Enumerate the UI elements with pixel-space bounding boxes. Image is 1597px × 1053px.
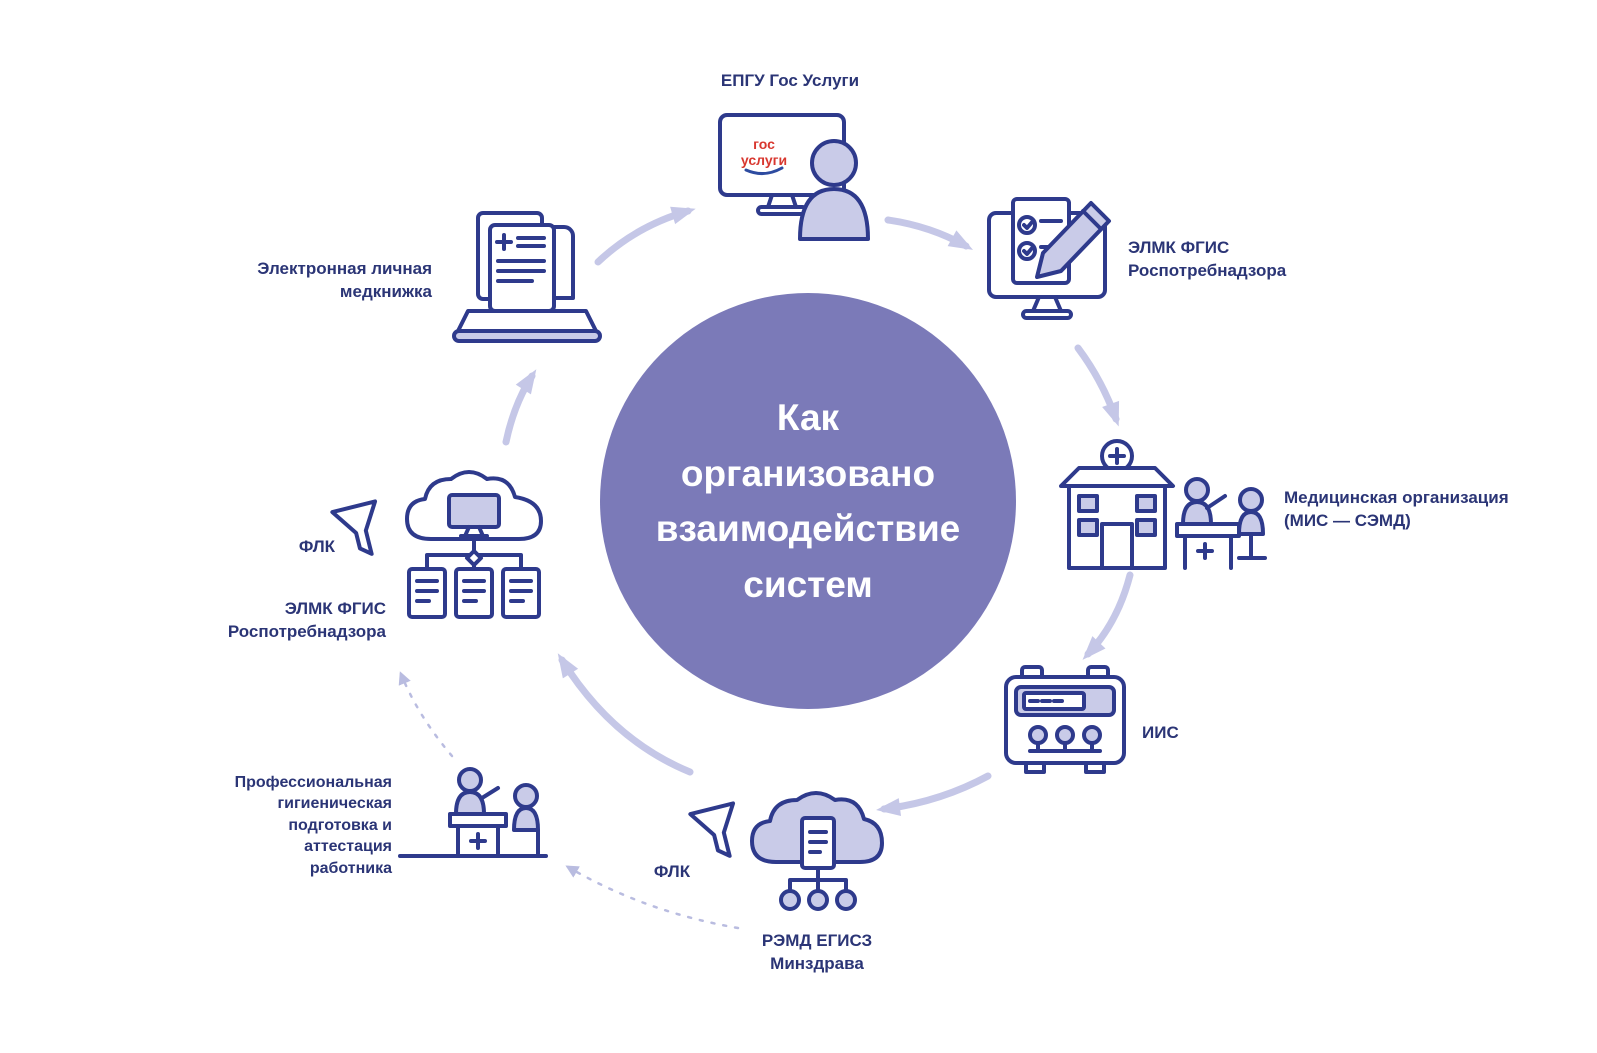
title-line: взаимодействие (655, 508, 961, 549)
label-line: ЭЛМК ФГИС (284, 599, 386, 618)
label-line: ЭЛМК ФГИС (1128, 238, 1230, 257)
training-label: Профессиональная гигиеническая подготовк… (200, 772, 392, 879)
remd-node (742, 778, 892, 938)
arrow-elmk-left-to-medbook (502, 369, 537, 446)
remd-flk-funnel (688, 798, 748, 875)
elmk-left-node (397, 455, 552, 640)
title-line: организовано (680, 452, 936, 494)
elmk-left-label: ЭЛМК ФГИС Роспотребнадзора (198, 598, 386, 644)
label-line: работника (309, 859, 392, 877)
label-line: Электронная личная (257, 259, 432, 278)
remd-label: РЭМД ЕГИСЗ Минздрава (727, 930, 907, 976)
laptop-documents-icon (452, 211, 602, 343)
elmk-left-flk-funnel (330, 496, 390, 573)
label-line: Роспотребнадзора (227, 621, 386, 641)
training-node (398, 758, 548, 868)
elmk-right-label: ЭЛМК ФГИС Роспотребнадзора (1128, 237, 1338, 283)
label-line: Медицинская организация (1284, 488, 1509, 507)
title-line: систем (743, 563, 873, 605)
cloud-monitor-documents-icon (405, 470, 543, 619)
dashed-arrow-training-to-elmk-left (398, 671, 454, 758)
training-desk-icon (398, 767, 548, 858)
epgu-label: ЕПГУ Гос Услуги (720, 71, 860, 90)
elmk-left-flk-label: ФЛК (298, 537, 335, 556)
title-line: Как (776, 397, 840, 438)
page-title: Как организовано взаимодействие систем (656, 390, 961, 612)
label-line: гигиеническая (277, 795, 392, 813)
label-line: (МИС — СЭМД) (1284, 510, 1411, 530)
iis-label: ИИС (1142, 723, 1179, 742)
label-line: Роспотребнадзора (1128, 260, 1287, 280)
epgu-node: гос услуги (700, 105, 890, 250)
medbook-label: Электронная личная медкнижка (238, 258, 432, 304)
label-line: Минздрава (770, 953, 864, 973)
arrow-remd-to-elmk-left (557, 653, 694, 776)
elmk-right-node (983, 193, 1128, 348)
iis-node (1000, 665, 1130, 790)
arrow-medorg-to-iis (1082, 571, 1134, 660)
remd-flk-label: ФЛК (653, 862, 691, 881)
label-line: Профессиональная (234, 774, 392, 791)
center-circle: Как организовано взаимодействие систем (600, 293, 1016, 709)
arrow-medbook-to-epgu (594, 206, 696, 266)
funnel-icon (688, 801, 736, 858)
med-org-node (1055, 438, 1270, 578)
svg-text:гос: гос (753, 136, 775, 152)
monitor-person-icon: гос услуги (718, 113, 870, 241)
svg-text:услуги: услуги (741, 152, 787, 168)
label-line: РЭМД ЕГИСЗ (761, 931, 873, 950)
arrow-iis-to-remd (876, 772, 992, 816)
funnel-icon (330, 499, 378, 556)
cloud-document-network-icon (750, 791, 884, 911)
medbook-node (452, 205, 602, 365)
med-org-label: Медицинская организация (МИС — СЭМД) (1284, 487, 1554, 533)
checklist-monitor-pencil-icon (987, 197, 1111, 320)
hospital-reception-icon (1059, 439, 1267, 570)
arrow-elmk-right-to-medorg (1074, 344, 1120, 427)
label-line: подготовка и аттестация (288, 816, 392, 856)
label-line: медкнижка (339, 281, 432, 301)
arrow-epgu-to-elmk-right (884, 216, 973, 250)
server-icon (1004, 665, 1126, 774)
